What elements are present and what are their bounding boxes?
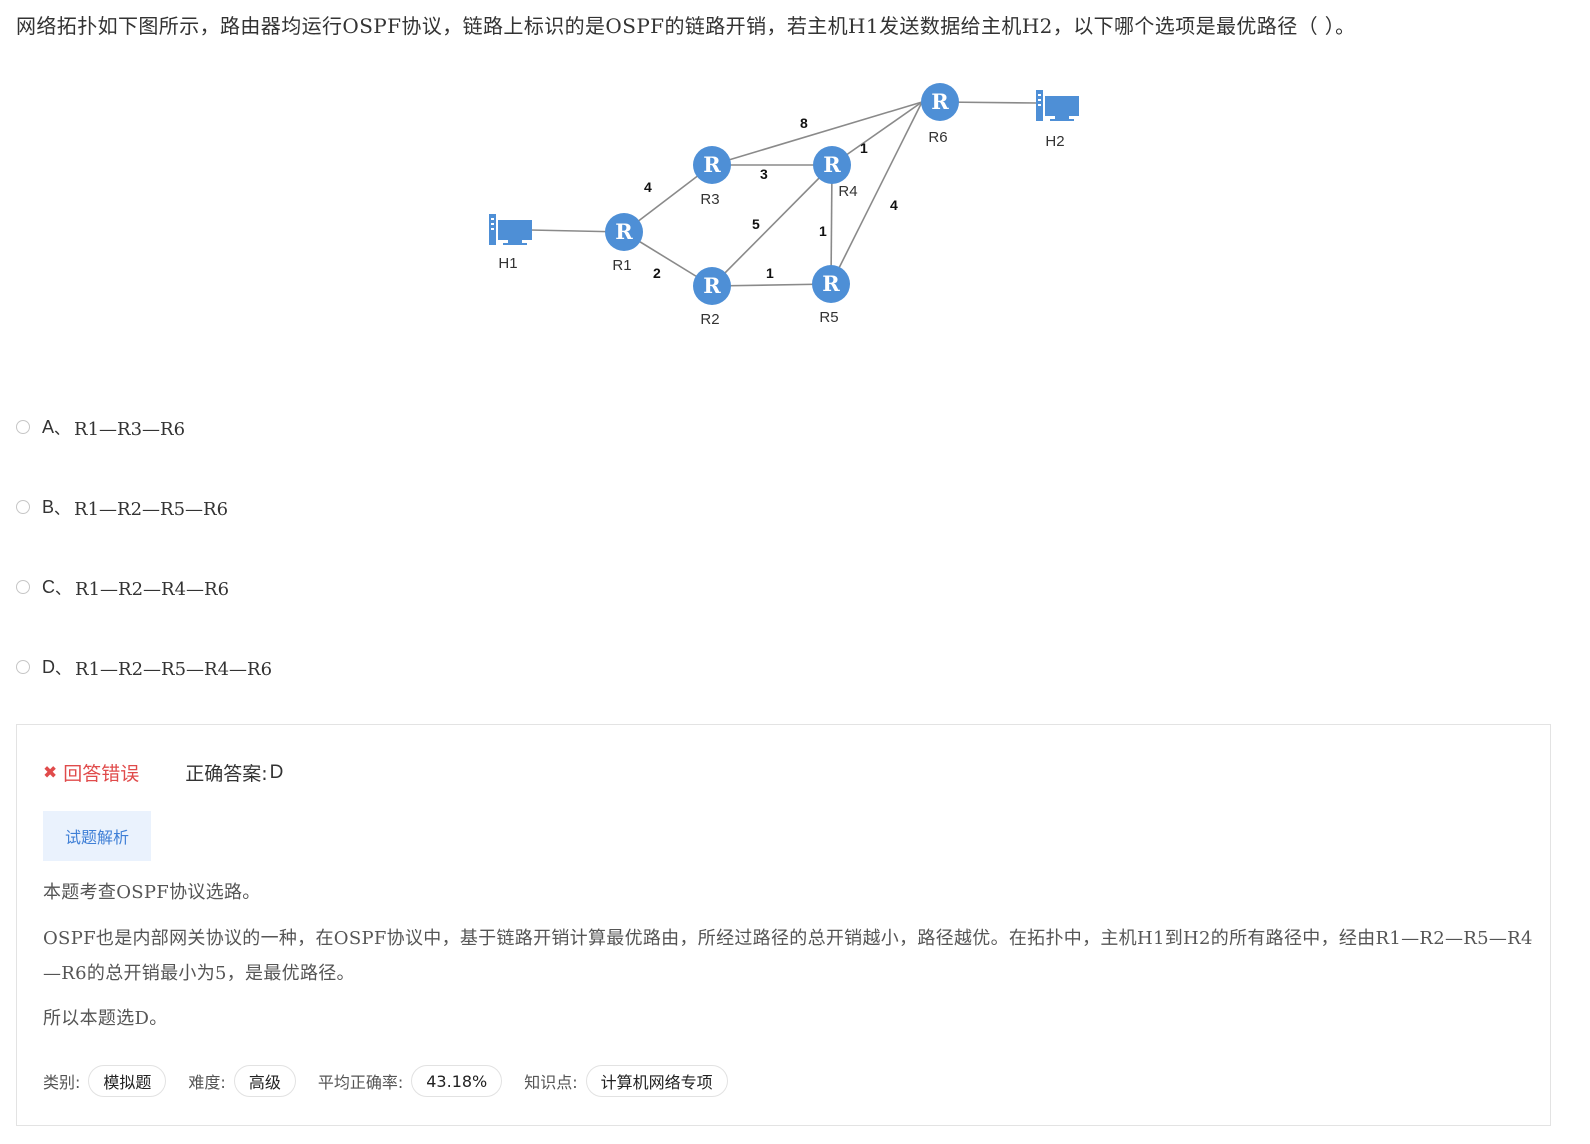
result-row: ✖ 回答错误 正确答案: D	[43, 759, 283, 786]
router-r3: R	[693, 146, 731, 184]
option-a[interactable]: A 、 R1—R3—R6	[16, 412, 185, 442]
option-c[interactable]: C 、 R1—R2—R4—R6	[16, 572, 229, 602]
label-r6: R6	[928, 129, 947, 146]
router-icon: R	[823, 152, 841, 177]
option-text: R1—R2—R5—R4—R6	[75, 658, 273, 680]
difficulty-tag: 高级	[233, 1065, 296, 1097]
link-r3-r6	[711, 101, 923, 166]
cost-r2-r4: 5	[752, 216, 760, 232]
link-r4-r5	[830, 164, 833, 285]
radio-button-c[interactable]	[16, 580, 30, 594]
correct-answer-value: D	[269, 761, 284, 783]
radio-button-d[interactable]	[16, 660, 30, 674]
result-status: 回答错误	[63, 763, 140, 785]
router-icon: R	[931, 89, 949, 114]
option-d[interactable]: D 、 R1—R2—R5—R4—R6	[16, 652, 272, 682]
category-label: 类别:	[43, 1073, 81, 1092]
router-r1: R	[605, 213, 643, 251]
option-separator: 、	[55, 579, 72, 598]
label-h1: H1	[498, 255, 517, 272]
analysis-paragraph: 本题考查OSPF协议选路。	[43, 882, 261, 903]
cost-r1-r3: 4	[644, 179, 652, 195]
question-text: 网络拓扑如下图所示，路由器均运行OSPF协议，链路上标识的是OSPF的链路开销，…	[16, 14, 1356, 38]
host-h2-icon	[1036, 90, 1079, 121]
option-text: R1—R2—R4—R6	[75, 578, 230, 600]
cost-r1-r2: 2	[653, 265, 661, 281]
cost-r4-r6: 1	[860, 140, 868, 156]
label-r2: R2	[700, 311, 719, 328]
router-icon: R	[703, 273, 721, 298]
label-r4: R4	[838, 183, 857, 200]
label-r3: R3	[700, 191, 719, 208]
option-letter: B	[42, 496, 55, 517]
category-tag: 模拟题	[88, 1065, 167, 1097]
topology-svg: 4 2 3 8 1 5 1 1 4	[489, 83, 1079, 328]
meta-row: 类别: 模拟题 难度: 高级 平均正确率: 43.18% 知识点: 计算机网络专…	[43, 1065, 750, 1097]
label-r1: R1	[612, 257, 631, 274]
answer-panel: ✖ 回答错误 正确答案: D 试题解析 本题考查OSPF协议选路。 OSPF也是…	[16, 724, 1551, 1126]
router-icon: R	[703, 152, 721, 177]
radio-button-a[interactable]	[16, 420, 30, 434]
option-separator: 、	[54, 419, 71, 438]
analysis-paragraph: 所以本题选D。	[43, 1008, 168, 1029]
link-r2-r4	[711, 164, 833, 287]
tab-analysis[interactable]: 试题解析	[43, 811, 151, 861]
option-separator: 、	[54, 499, 71, 518]
label-h2: H2	[1045, 133, 1064, 150]
cost-r4-r5: 1	[819, 223, 827, 239]
cost-r3-r6: 8	[800, 115, 808, 131]
knowledge-tag: 计算机网络专项	[585, 1065, 728, 1097]
router-icon: R	[822, 271, 840, 296]
cost-r3-r4: 3	[760, 166, 768, 182]
knowledge-label: 知识点:	[524, 1073, 578, 1092]
option-b[interactable]: B 、 R1—R2—R5—R6	[16, 492, 228, 522]
accuracy-tag: 43.18%	[411, 1065, 503, 1097]
close-icon: ✖	[43, 762, 58, 783]
router-r2: R	[693, 267, 731, 305]
option-letter: D	[42, 656, 55, 677]
option-text: R1—R3—R6	[74, 418, 186, 440]
difficulty-label: 难度:	[188, 1073, 226, 1092]
option-letter: A	[42, 416, 55, 437]
router-r4: R	[813, 146, 851, 184]
link-r5-r6	[830, 101, 923, 285]
host-h1-icon	[489, 214, 532, 245]
link-r2-r5	[711, 283, 832, 287]
router-r6: R	[921, 83, 959, 121]
accuracy-label: 平均正确率:	[317, 1073, 404, 1092]
cost-r2-r5: 1	[766, 265, 774, 281]
option-text: R1—R2—R5—R6	[74, 498, 229, 520]
network-topology-diagram: 4 2 3 8 1 5 1 1 4	[470, 78, 1110, 348]
radio-button-b[interactable]	[16, 500, 30, 514]
option-separator: 、	[55, 659, 72, 678]
correct-answer-label: 正确答案:	[185, 763, 268, 785]
option-letter: C	[42, 576, 55, 597]
router-r5: R	[812, 265, 850, 303]
router-icon: R	[615, 219, 633, 244]
cost-r5-r6: 4	[890, 197, 898, 213]
analysis-paragraph: OSPF也是内部网关协议的一种，在OSPF协议中，基于链路开销计算最优路由，所经…	[43, 928, 1533, 984]
label-r5: R5	[819, 309, 838, 326]
